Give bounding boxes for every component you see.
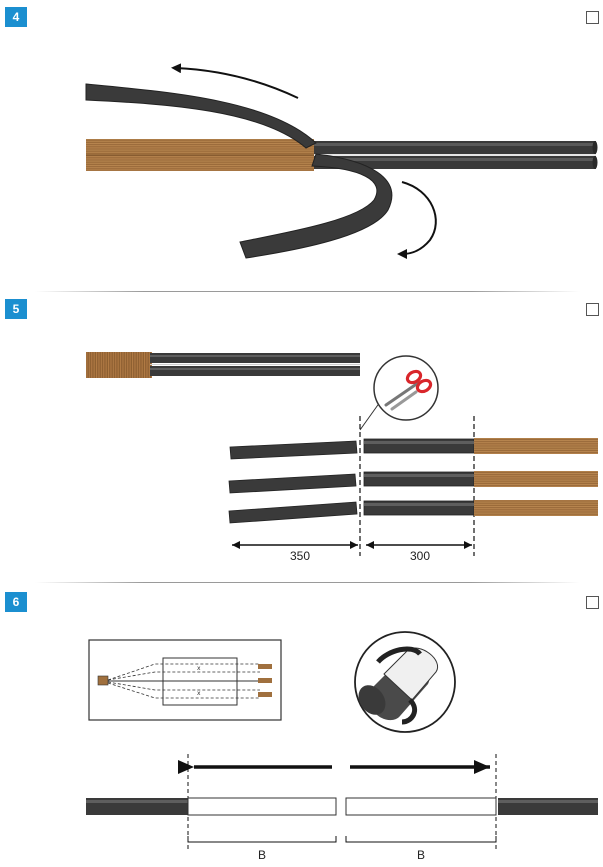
- step-number-5: 5: [5, 299, 27, 319]
- step-6-illustration: x x B B: [86, 631, 598, 862]
- dimension-label-300: 300: [410, 549, 430, 563]
- step-6-checkbox[interactable]: [586, 596, 599, 609]
- step-number-6: 6: [5, 592, 27, 612]
- step-4-checkbox[interactable]: [586, 11, 599, 24]
- dimension-label-b-left: B: [258, 848, 266, 862]
- dimension-bracket-left: [187, 836, 337, 843]
- exposed-copper: [86, 139, 314, 171]
- section-divider-2: [35, 582, 580, 583]
- step-number-4: 4: [5, 7, 27, 27]
- scissors-callout: [359, 355, 439, 431]
- cable-with-tubes: [86, 797, 598, 816]
- cable-overview: [86, 352, 360, 378]
- peeled-jacket-upper: [85, 83, 317, 149]
- pull-arrow-upper: [171, 63, 299, 99]
- cut-jacket-pieces: [228, 440, 358, 524]
- copper-cores: [474, 438, 598, 516]
- joint-schematic: x x: [88, 639, 282, 721]
- peeled-jacket-lower: [239, 153, 393, 259]
- dimension-label-b-right: B: [417, 848, 425, 862]
- jacketed-cable: [312, 141, 598, 169]
- dimension-label-350: 350: [290, 549, 310, 563]
- pull-arrow-lower: [397, 181, 437, 259]
- section-divider-1: [35, 291, 580, 292]
- step-5-checkbox[interactable]: [586, 303, 599, 316]
- tube-detail-callout: [354, 631, 456, 733]
- jacket-segments: [363, 438, 475, 516]
- dimension-bracket-right: [345, 836, 497, 843]
- svg-text:x: x: [197, 690, 201, 697]
- step-5-illustration: 350 300: [86, 352, 598, 563]
- scissors-icon: [384, 369, 433, 411]
- svg-text:x: x: [197, 665, 201, 672]
- step-4-illustration: [85, 63, 598, 259]
- tube-right: [345, 797, 497, 816]
- tube-left: [187, 797, 337, 816]
